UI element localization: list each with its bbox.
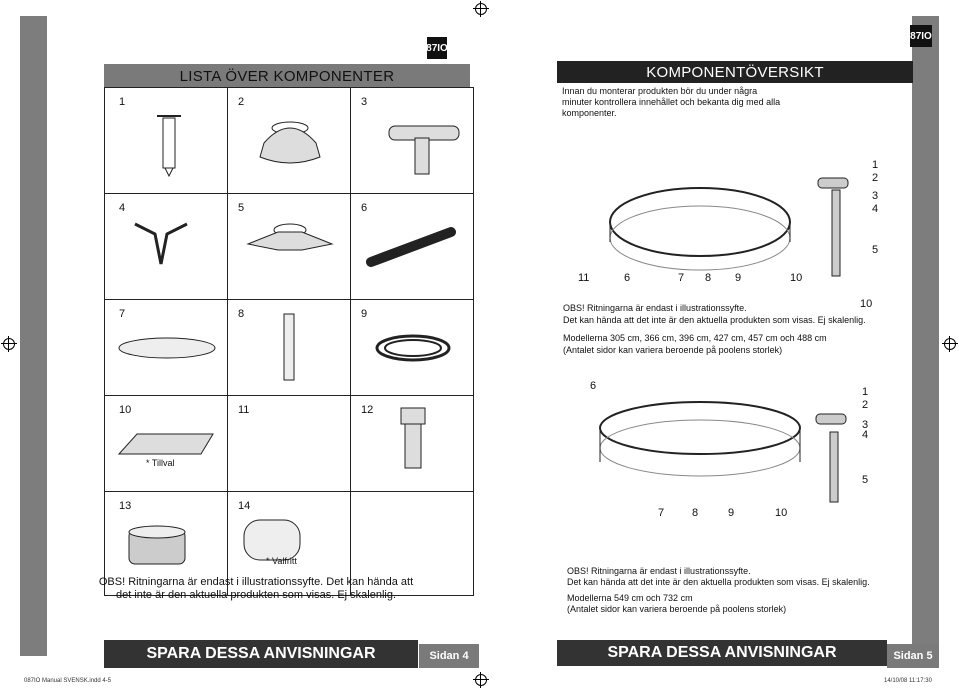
models-text: Modellerna 305 cm, 366 cm, 396 cm, 427 c… (563, 333, 827, 343)
left-margin-band (20, 16, 47, 656)
registration-mark-icon (942, 336, 958, 352)
disclaimer: Det kan hända att det inte är den aktuel… (567, 577, 870, 587)
footer-banner: SPARA DESSA ANVISNINGAR (557, 640, 887, 666)
component-cell: 1 (104, 87, 228, 194)
component-cell (350, 491, 474, 596)
models-text: Modellerna 549 cm och 732 cm (567, 593, 693, 603)
component-cell: 7 (104, 299, 228, 396)
slug-filename: 087IO Manual SVENSK.indd 4-5 (24, 678, 112, 684)
optional-note: * Tillval (146, 458, 175, 468)
v-support-icon (134, 222, 188, 265)
disclaimer: OBS! Ritningarna är endast i illustratio… (567, 566, 751, 576)
page-title: LISTA ÖVER KOMPONENTER (104, 64, 470, 88)
drain-valve-icon (400, 407, 426, 469)
intro-text: Innan du monterar produkten bör du under… (562, 86, 781, 118)
disclaimer: OBS! Ritningarna är endast i illustratio… (563, 303, 747, 313)
pool-liner-icon (375, 334, 451, 362)
side-number: 10 (860, 298, 873, 310)
disclaimer: OBS! Ritningarna är endast i illustratio… (98, 576, 414, 601)
model-tag: 87IO (426, 37, 448, 59)
component-cell: 13 (104, 491, 228, 596)
page-number: Sidan 4 (419, 644, 479, 668)
sponge-icon (243, 519, 301, 561)
pool-diagram-large (599, 401, 847, 503)
t-connector-icon (388, 125, 460, 175)
registration-mark-icon (473, 1, 489, 17)
slug-date: 14/10/08 11:17:30 (884, 678, 932, 684)
registration-mark-icon (473, 672, 489, 688)
ground-cloth-icon (118, 337, 216, 359)
component-cell: 5 (227, 193, 351, 300)
right-margin-band (912, 16, 939, 656)
optional-note: * Valfritt (266, 556, 297, 566)
disclaimer: Det kan hända att det inte är den aktuel… (563, 315, 866, 325)
footer-banner: SPARA DESSA ANVISNINGAR (104, 640, 418, 668)
pin-icon (157, 115, 181, 178)
component-cell: 14 (227, 491, 351, 596)
component-cell: 10 (104, 395, 228, 492)
repair-patch-icon (128, 525, 186, 565)
component-cell: 11 (227, 395, 351, 492)
component-cell: 2 (227, 87, 351, 194)
component-cell: 9 (350, 299, 474, 396)
cover-icon (117, 433, 214, 455)
cap-icon (259, 121, 321, 164)
components-table: 1 2 3 4 5 6 7 8 (104, 87, 474, 596)
component-cell: 8 (227, 299, 351, 396)
models-text: (Antalet sidor kan variera beroende på p… (563, 345, 783, 355)
base-icon (246, 223, 334, 251)
page-title: KOMPONENTÖVERSIKT (557, 61, 913, 83)
registration-mark-icon (1, 336, 17, 352)
leg-icon (283, 313, 295, 381)
pool-diagram-small (609, 177, 849, 277)
component-cell: 3 (350, 87, 474, 194)
model-tag: 87IO (910, 25, 932, 47)
component-cell: 4 (104, 193, 228, 300)
component-cell: 12 (350, 395, 474, 492)
component-cell: 6 (350, 193, 474, 300)
models-text: (Antalet sidor kan variera beroende på p… (567, 604, 787, 614)
beam-icon (366, 227, 456, 267)
page-number: Sidan 5 (887, 644, 939, 668)
